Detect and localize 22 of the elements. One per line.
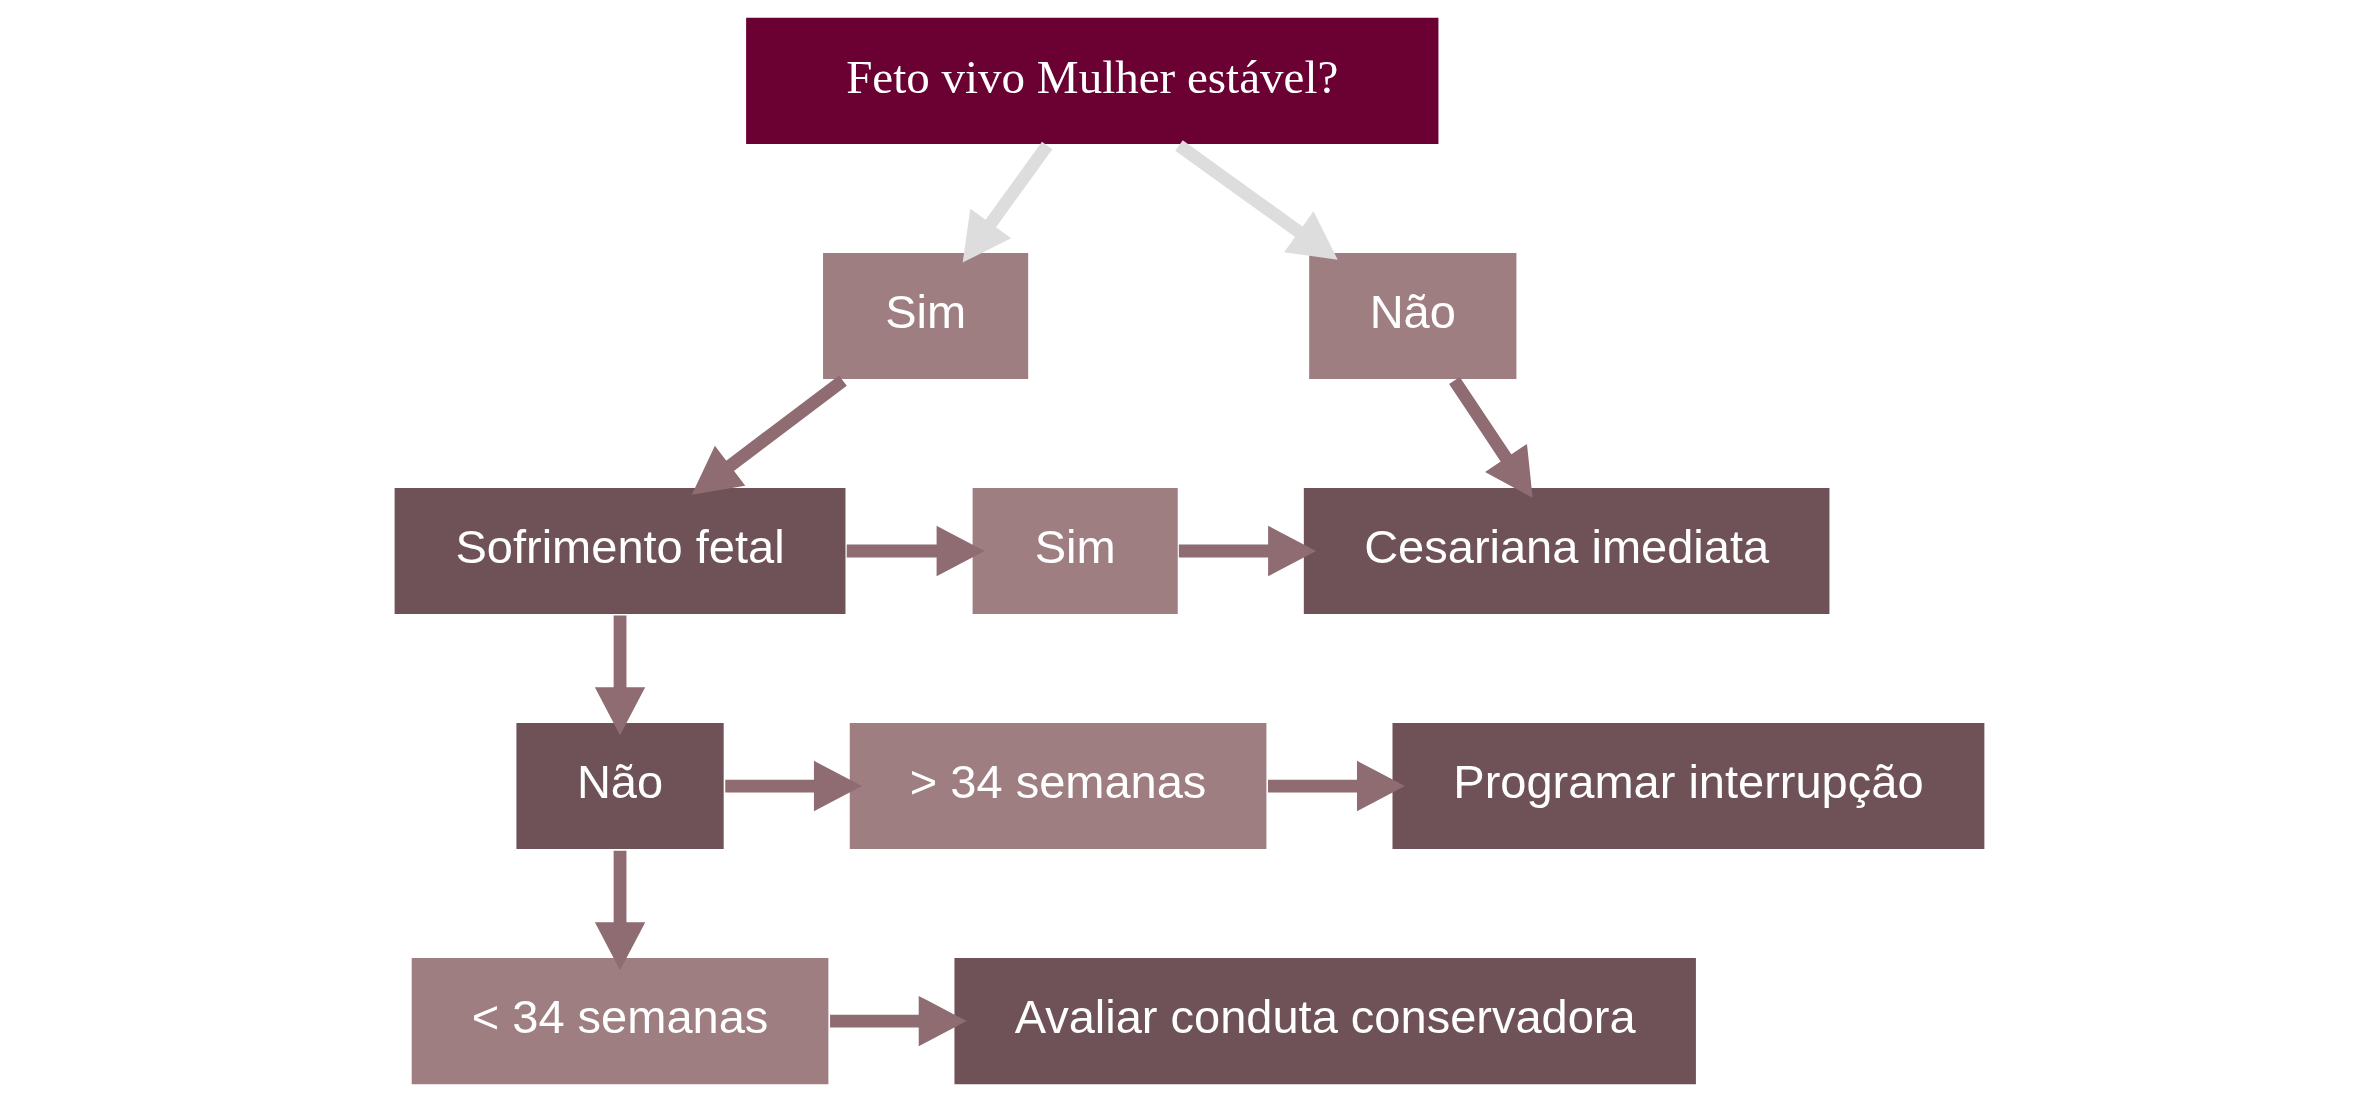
node-box: Sim <box>970 485 1180 617</box>
arrow <box>594 850 646 971</box>
node-box: Sofrimento fetal <box>392 485 848 617</box>
arrow <box>962 141 1053 263</box>
node-box: Sim <box>820 250 1031 382</box>
node-box: Programar interrupção <box>1390 720 1987 852</box>
node-box: Avaliar conduta conservadora <box>952 955 1699 1087</box>
arrow <box>1268 760 1405 812</box>
node-box: Feto vivo Mulher estável? <box>743 15 1441 147</box>
arrow <box>1175 140 1338 260</box>
arrow <box>691 375 847 495</box>
arrow <box>725 760 862 812</box>
arrow <box>846 525 985 577</box>
arrow <box>830 995 967 1047</box>
node-box: Não <box>1307 250 1519 382</box>
arrow <box>594 615 646 736</box>
node-box: < 34 semanas <box>409 955 831 1087</box>
arrow <box>1178 525 1317 577</box>
node-box: Não <box>514 720 726 852</box>
arrow <box>1449 377 1533 498</box>
node-box: > 34 semanas <box>847 720 1269 852</box>
node-box: Cesariana imediata <box>1301 485 1832 617</box>
